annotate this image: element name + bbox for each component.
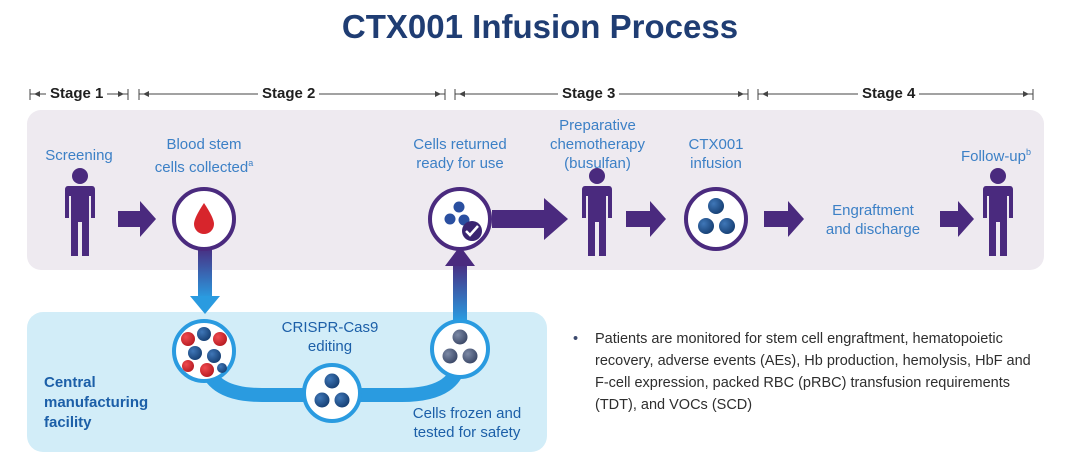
monitoring-bullet: • Patients are monitored for stem cell e… xyxy=(573,328,1043,416)
person-icon xyxy=(65,168,95,256)
monitoring-text: Patients are monitored for stem cell eng… xyxy=(595,331,1031,413)
stage-3-label: Stage 3 xyxy=(558,85,620,102)
cell-cluster-icon xyxy=(684,187,748,251)
arrow-up-icon xyxy=(445,246,475,320)
page-title: CTX001 Infusion Process xyxy=(341,8,739,45)
cells-frozen-label: Cells frozen and tested for safety xyxy=(412,405,522,441)
arrow-right-icon xyxy=(118,201,156,237)
arrow-right-icon xyxy=(626,201,666,237)
arrow-down-icon xyxy=(190,246,220,314)
cells-check-icon xyxy=(428,187,492,251)
step-blood-stem-label: Blood stem cells collecteda xyxy=(154,136,254,176)
arrow-right-icon xyxy=(492,198,568,240)
blood-drop-icon xyxy=(172,187,236,251)
step-followup-label: Follow-upb xyxy=(960,147,1032,165)
person-icon xyxy=(582,168,612,256)
crispr-editing-label: CRISPR-Cas9 editing xyxy=(281,319,379,355)
stage-1-label: Stage 1 xyxy=(46,85,108,102)
arrow-right-icon xyxy=(764,201,804,237)
person-icon xyxy=(983,168,1013,256)
step-screening-label: Screening xyxy=(45,147,113,164)
mixed-cells-icon xyxy=(172,319,236,383)
arrow-right-icon xyxy=(940,201,974,237)
step-infusion-label: CTX001 infusion xyxy=(688,136,744,172)
bullet-dot: • xyxy=(573,331,579,347)
edited-cells-icon xyxy=(302,363,362,423)
frozen-cells-icon xyxy=(430,319,490,379)
step-engraftment-label: Engraftment and discharge xyxy=(825,202,921,238)
stage-4-label: Stage 4 xyxy=(858,85,920,102)
step-cells-returned-label: Cells returned ready for use xyxy=(413,136,507,172)
facility-label: Central manufacturing facility xyxy=(44,374,149,431)
stage-2-label: Stage 2 xyxy=(258,85,320,102)
step-chemotherapy-label: Preparative chemotherapy (busulfan) xyxy=(549,117,646,172)
